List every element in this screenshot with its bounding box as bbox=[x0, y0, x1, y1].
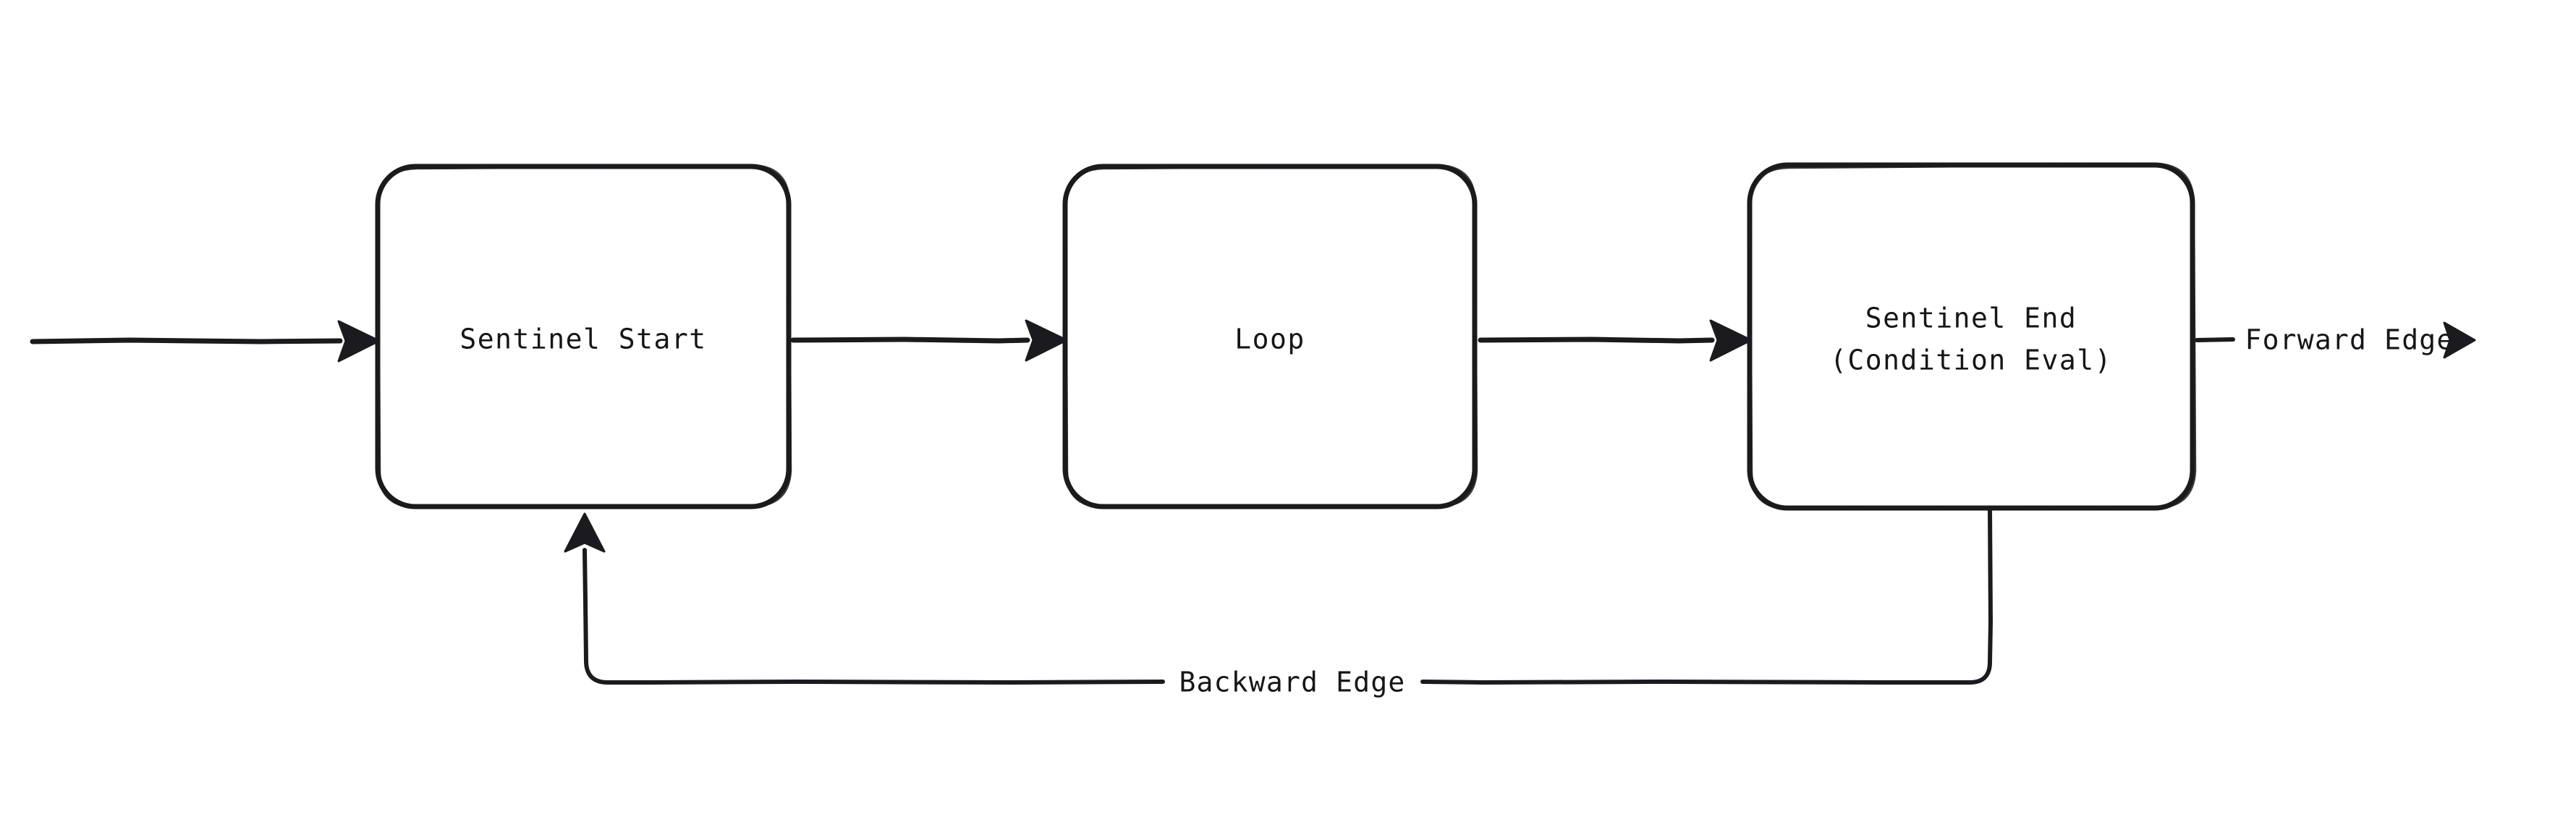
edge-backward: Backward Edge bbox=[564, 507, 1993, 698]
forward-edge-arrowhead bbox=[2443, 321, 2476, 359]
edge-forward: Forward Edge bbox=[2195, 321, 2476, 359]
forward-edge-label: Forward Edge bbox=[2245, 324, 2454, 356]
entry-edge-arrowhead bbox=[337, 320, 381, 363]
start-to-loop-line bbox=[790, 337, 1030, 344]
backward-edge-left-segment bbox=[582, 548, 1165, 685]
backward-edge-right-segment bbox=[1420, 507, 1993, 685]
node-sentinel-end[interactable]: Sentinel End (Condition Eval) bbox=[1747, 162, 2197, 511]
entry-edge-line bbox=[30, 337, 343, 344]
backward-edge-arrowhead bbox=[564, 512, 606, 553]
sentinel-end-box[interactable] bbox=[1747, 162, 2195, 511]
backward-edge-label: Backward Edge bbox=[1179, 667, 1405, 698]
node-loop[interactable]: Loop bbox=[1062, 164, 1478, 509]
node-sentinel-start[interactable]: Sentinel Start bbox=[375, 164, 792, 509]
loop-to-end-arrowhead bbox=[1709, 319, 1753, 362]
sentinel-end-label-line-2: (Condition Eval) bbox=[1830, 344, 2112, 376]
loop-to-end-line bbox=[1478, 337, 1715, 344]
edge-entry bbox=[30, 320, 381, 363]
sentinel-start-label: Sentinel Start bbox=[459, 323, 706, 355]
loop-box-sketch-overlay bbox=[1063, 164, 1478, 509]
loop-label: Loop bbox=[1234, 323, 1305, 355]
edge-loop-to-end bbox=[1478, 319, 1753, 362]
edge-start-to-loop bbox=[790, 319, 1068, 362]
sentinel-end-box-sketch-overlay bbox=[1747, 162, 2197, 511]
start-to-loop-arrowhead bbox=[1025, 319, 1068, 362]
sentinel-end-label-line-1: Sentinel End bbox=[1865, 302, 2077, 334]
forward-edge-stub-line bbox=[2195, 337, 2235, 342]
sentinel-start-box-sketch-overlay bbox=[376, 164, 792, 509]
